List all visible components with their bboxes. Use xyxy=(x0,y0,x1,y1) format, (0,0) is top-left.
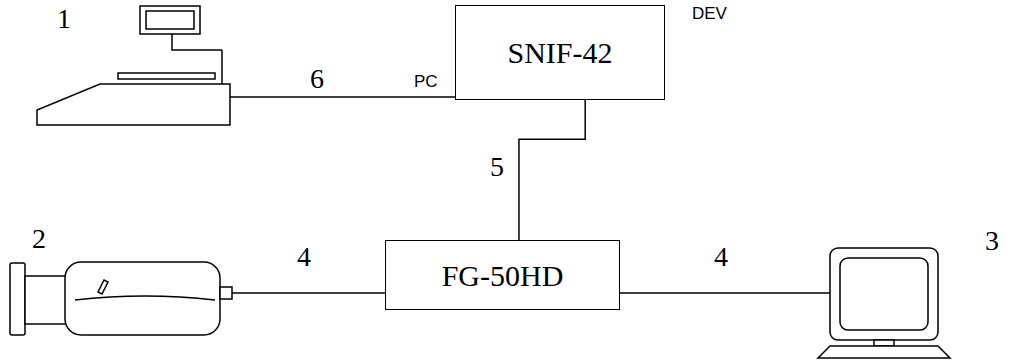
device-box: FG-50HD xyxy=(385,240,620,310)
callout-number: 4 xyxy=(712,242,730,273)
scale-display xyxy=(140,6,200,34)
callout-number: 3 xyxy=(983,226,1001,257)
port-label: PC xyxy=(412,73,440,92)
monitor-screen xyxy=(840,258,928,330)
scale-stem xyxy=(172,34,222,50)
callout-number: 4 xyxy=(295,242,313,273)
callout-number: 2 xyxy=(30,224,48,255)
device-box: SNIF-42 xyxy=(455,5,665,100)
callout-number: 5 xyxy=(488,152,506,183)
camera-body xyxy=(65,262,220,335)
cable-line xyxy=(230,96,455,98)
cable-connector xyxy=(519,100,585,240)
callout-number: 1 xyxy=(55,4,73,35)
port-label: DEV xyxy=(690,5,729,24)
camera-connector xyxy=(220,287,232,299)
camera-body-line xyxy=(75,296,215,300)
camera-lens-barrel xyxy=(25,276,70,324)
monitor-stand xyxy=(818,346,950,358)
cable-line xyxy=(620,292,830,294)
device-name: FG-50HD xyxy=(442,259,564,292)
scale-platform xyxy=(118,73,215,79)
device-name: SNIF-42 xyxy=(507,36,612,69)
scale-screen xyxy=(146,11,194,29)
callout-number: 6 xyxy=(308,64,326,95)
cable-line xyxy=(232,292,385,294)
monitor-neck xyxy=(874,340,894,346)
monitor-housing xyxy=(830,248,938,340)
scale-base xyxy=(37,84,230,125)
camera-lens-front xyxy=(10,263,25,335)
camera-mark xyxy=(98,280,108,294)
scale-pole xyxy=(221,50,223,84)
